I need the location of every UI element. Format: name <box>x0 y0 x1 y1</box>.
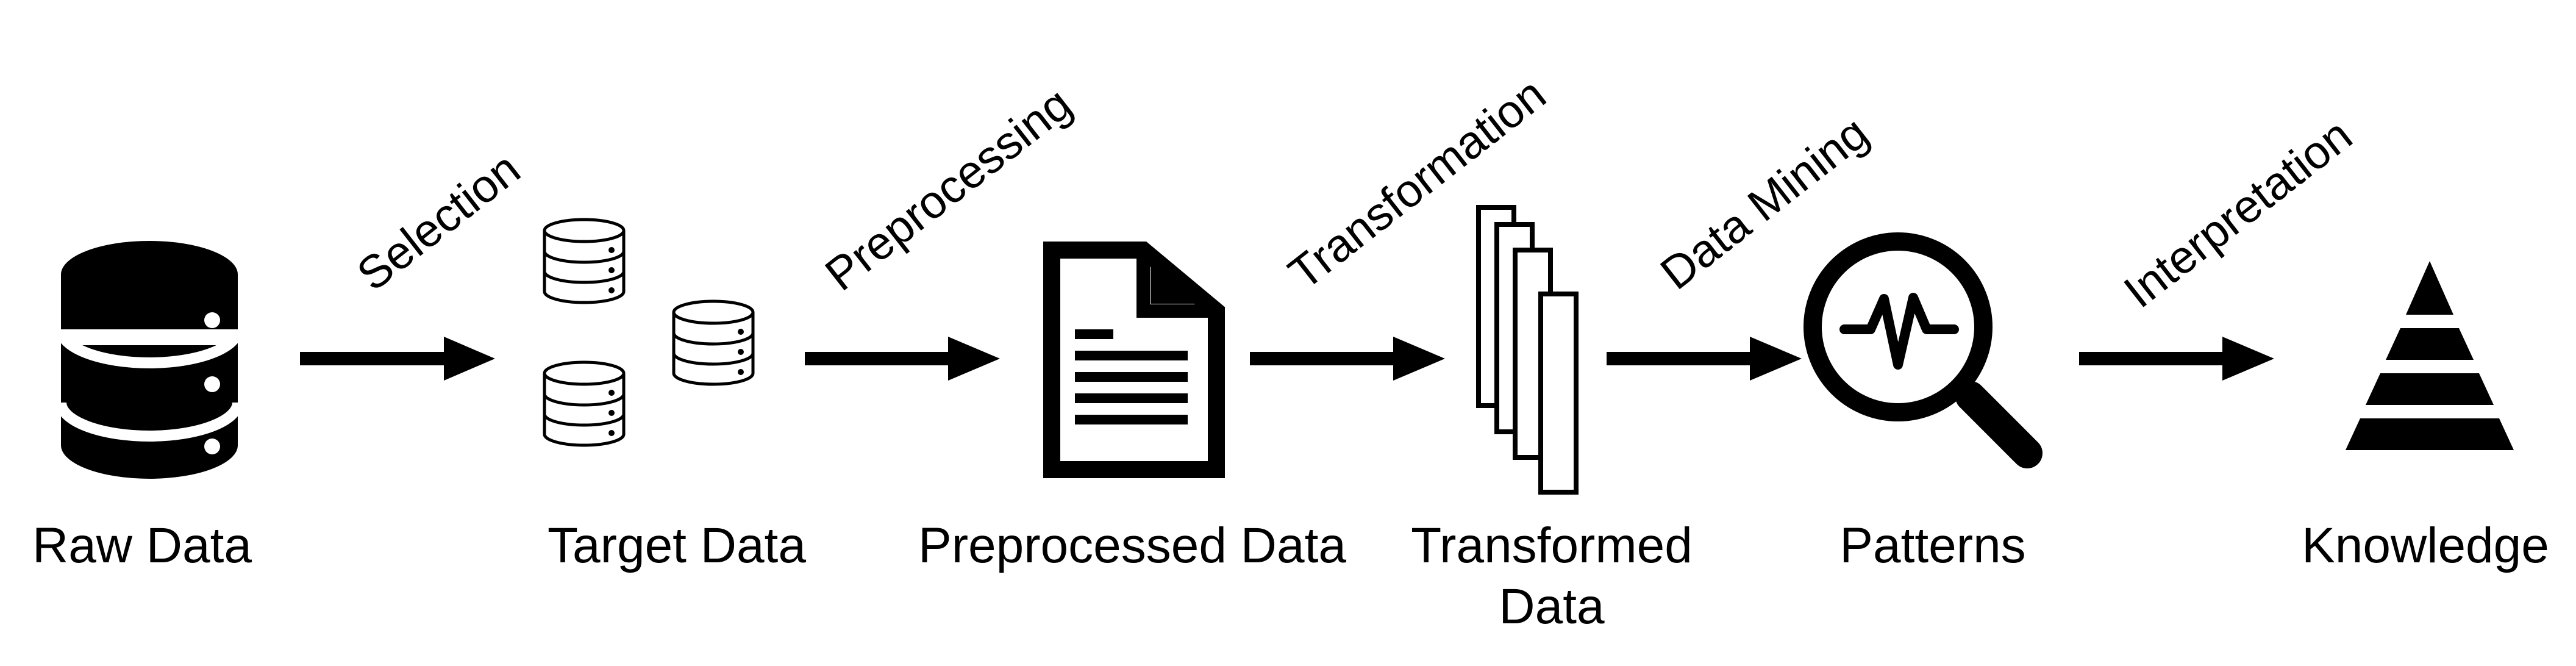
step-label-preprocessing: Preprocessing <box>816 77 1081 301</box>
magnifier-waveform-icon <box>1804 232 2043 468</box>
step-label-selection: Selection <box>348 143 530 301</box>
stacked-pages-icon <box>1476 205 1579 495</box>
database-set-icon <box>544 220 753 445</box>
node-label-knowledge: Knowledge <box>2302 518 2549 573</box>
pyramid-icon <box>2346 261 2514 450</box>
arrow-transformation <box>1250 337 1445 381</box>
arrow-data-mining <box>1607 337 1802 381</box>
step-label-interpretation: Interpretation <box>2114 109 2361 318</box>
node-label-target-data: Target Data <box>548 518 806 573</box>
node-label-transformed-data-line-1: Transformed <box>1411 518 1693 573</box>
node-label-transformed-data-line-2: Data <box>1499 579 1605 634</box>
arrow-interpretation <box>2079 337 2274 381</box>
arrow-selection <box>300 337 495 381</box>
arrow-preprocessing <box>805 337 1000 381</box>
node-label-preprocessed-data: Preprocessed Data <box>918 518 1346 573</box>
node-label-patterns: Patterns <box>1839 518 2025 573</box>
database-icon <box>55 241 243 479</box>
node-label-raw-data: Raw Data <box>32 518 252 573</box>
document-icon <box>1043 242 1225 478</box>
